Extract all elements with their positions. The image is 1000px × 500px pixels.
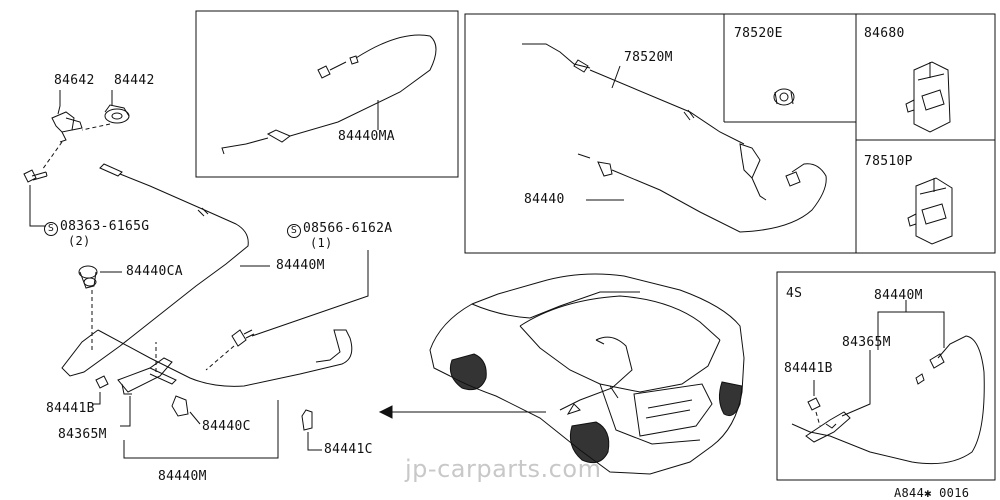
leader-08566 (251, 250, 369, 337)
screw-symbol: S (44, 222, 58, 236)
label-84442: 84442 (114, 73, 155, 88)
screw-symbol: S (287, 224, 301, 238)
label-4s: 4S (786, 286, 803, 301)
label-84365M-main: 84365M (58, 427, 107, 442)
leader-84441C (307, 432, 322, 451)
cable-84440M-4s (791, 335, 985, 465)
label-84440CA: 84440CA (126, 264, 183, 279)
clip-84440C (171, 395, 189, 417)
label-84441B-4s: 84441B (784, 361, 833, 376)
label-84642: 84642 (54, 73, 95, 88)
clip-84441C (301, 409, 313, 431)
cable-78520M (522, 43, 767, 201)
lock-bracket-84642 (51, 111, 83, 143)
latch-84680 (905, 61, 951, 133)
watermark: jp-carparts.com (405, 455, 602, 483)
label-78520E: 78520E (734, 26, 783, 41)
bracket-84365M-4s (805, 411, 851, 443)
grommet-84441B-4s (807, 397, 821, 411)
label-84440C: 84440C (202, 419, 251, 434)
cable-84440MA (221, 34, 437, 155)
leader-84365M (120, 396, 131, 427)
dash-84442 (81, 123, 111, 131)
dash-84642 (41, 141, 63, 171)
label-84365M-4s: 84365M (842, 335, 891, 350)
grommet-78520E (773, 88, 795, 106)
label-84441B-main: 84441B (46, 401, 95, 416)
label-84441C: 84441C (324, 442, 373, 457)
label-84440M-main: 84440M (276, 258, 325, 273)
inset-box-84440MA (195, 10, 459, 178)
label-78520M: 78520M (624, 50, 673, 65)
bolt-08363 (23, 169, 48, 183)
cable-84440M (61, 163, 353, 387)
bracket-84365M (117, 357, 177, 395)
dash-84441B-4s (815, 411, 821, 427)
leader-08363 (29, 185, 46, 227)
screw-08566 (231, 329, 255, 347)
latch-78510P (907, 177, 953, 245)
leader-84440M-4s (877, 300, 945, 350)
car-illustration (429, 273, 745, 475)
dash-08566 (205, 345, 235, 371)
leader-84440C (189, 411, 201, 425)
leader-84642 (57, 90, 61, 115)
cable-84440 (577, 153, 827, 233)
label-08566-qty: (1) (310, 236, 333, 250)
inset-box-4s (776, 271, 996, 481)
label-78510P: 78510P (864, 154, 913, 169)
bracket-84440M-bottom (123, 400, 279, 459)
lock-cylinder-84442 (104, 104, 130, 124)
clip-84440CA (78, 265, 98, 289)
label-84440: 84440 (524, 192, 565, 207)
label-84440M-4s: 84440M (874, 288, 923, 303)
diagram-code: A844✱ 0016 (894, 486, 970, 500)
label-08363-qty: (2) (68, 234, 91, 248)
arrow-head (378, 405, 393, 419)
label-84440M-bottom: 84440M (158, 469, 207, 484)
grommet-84441B (95, 375, 109, 389)
leader-84365M-4s (841, 350, 871, 417)
leader-84441B (92, 392, 101, 405)
inset-box-opener (464, 13, 996, 254)
label-84680: 84680 (864, 26, 905, 41)
leader-78520M (611, 65, 621, 89)
label-84440MA: 84440MA (338, 129, 395, 144)
